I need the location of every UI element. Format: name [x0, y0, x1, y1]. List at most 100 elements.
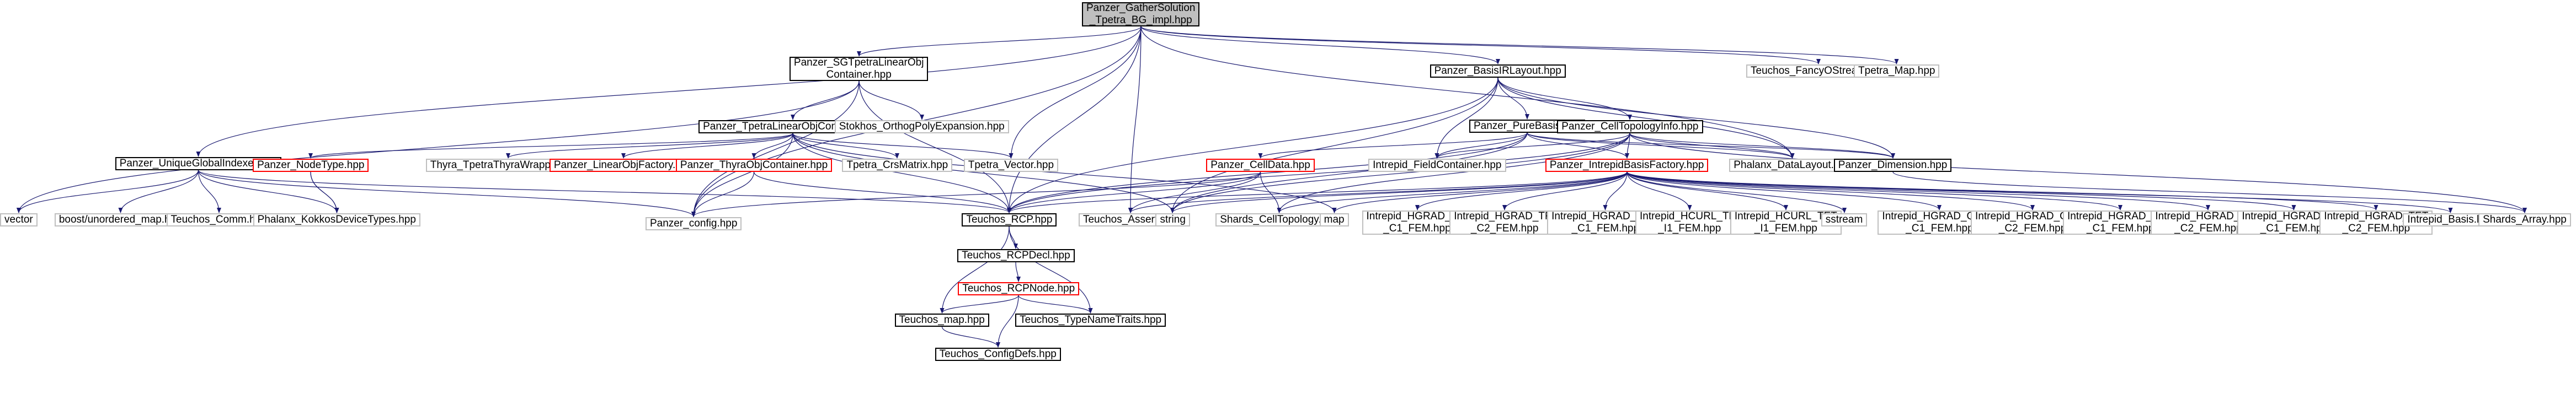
node-label: Panzer_LinearObjFactory.hpp: [553, 159, 693, 171]
node-label: Panzer_config.hpp: [649, 217, 738, 229]
edge-celltop-to-shardsarray: [1629, 133, 2527, 213]
edge-sgtlo-to-vector: [17, 80, 860, 213]
edge-basisir-to-dimension: [1497, 77, 1895, 159]
node-label: Panzer_IntrepidBasisFactory.hpp: [1549, 159, 1704, 171]
edge-intrfactory-to-curltri: [1626, 171, 1692, 211]
node-label: Intrepid_FieldContainer.hpp: [1373, 159, 1502, 171]
node-label: Phalanx_KokkosDeviceTypes.hpp: [257, 214, 416, 226]
node-label: Intrepid_HGRAD_LINE: [1551, 211, 1660, 223]
edge-ugi-to-vector: [17, 170, 199, 213]
graph-node-intrfactory[interactable]: Panzer_IntrepidBasisFactory.hpp: [1545, 159, 1709, 172]
edge-basisir-to-phxlayout: [1497, 77, 1795, 159]
node-label: Teuchos_ConfigDefs.hpp: [939, 348, 1057, 360]
node-label: Panzer_NodeType.hpp: [257, 159, 365, 171]
node-label: Teuchos_Assert.hpp: [1082, 214, 1178, 226]
edge-intrfactory-to-tetc1: [1626, 171, 2296, 211]
node-label: Intrepid_HCURL_TRI: [1639, 211, 1740, 223]
graph-node-kokkos: Phalanx_KokkosDeviceTypes.hpp: [253, 213, 420, 227]
node-label: boost/unordered_map.hpp: [58, 214, 182, 226]
edge-intrfactory-to-hexc2: [1626, 171, 2210, 211]
node-label: map: [1324, 214, 1345, 226]
graph-node-nodetype[interactable]: Panzer_NodeType.hpp: [253, 159, 369, 172]
graph-node-rcp[interactable]: Teuchos_RCP.hpp: [962, 213, 1057, 227]
node-label: Teuchos_RCPNode.hpp: [962, 283, 1075, 295]
edge-sgtlo-to-rcp: [858, 80, 1011, 213]
edge-intrfactory-to-hexc1: [1626, 171, 2122, 211]
node-label: Intrepid_HGRAD_QUAD: [1882, 211, 1997, 223]
node-label: Panzer_ThyraObjContainer.hpp: [680, 159, 828, 171]
graph-node-celldata[interactable]: Panzer_CellData.hpp: [1206, 159, 1315, 172]
node-label: Teuchos_FancyOStream.hpp: [1751, 65, 1887, 77]
node-label: Intrepid_Basis.hpp: [2407, 214, 2494, 226]
node-label: Tpetra_Map.hpp: [1858, 65, 1935, 77]
graph-node-hexc1: Intrepid_HGRAD_HEX_C1_FEM.hpp: [2063, 211, 2178, 235]
graph-node-root[interactable]: Panzer_GatherSolution_Tpetra_BG_impl.hpp: [1081, 2, 1200, 27]
edge-root-to-basisir: [1140, 26, 1500, 64]
edge-rcp-to-tmaphpp: [940, 226, 1010, 314]
edge-rcpnode-to-typename: [1018, 295, 1093, 314]
graph-node-dimension[interactable]: Panzer_Dimension.hpp: [1833, 159, 1952, 172]
graph-node-string: string: [1155, 213, 1190, 227]
node-label: Intrepid_HGRAD_TRI: [1366, 211, 1468, 223]
node-label: Intrepid_HCURL_TET: [1734, 211, 1837, 223]
graph-node-celltop[interactable]: Panzer_CellTopologyInfo.hpp: [1557, 120, 1703, 134]
node-label: Panzer_GatherSolution: [1086, 2, 1196, 14]
edge-basisir-to-purebasis: [1497, 77, 1529, 120]
graph-node-tmap: Tpetra_Map.hpp: [1854, 64, 1940, 78]
node-label: Intrepid_HGRAD_TET: [2324, 211, 2429, 223]
node-label: _C1_FEM.hpp: [2260, 223, 2328, 235]
edge-purebasis-to-dimension: [1527, 132, 1895, 159]
edge-celltop-to-shardstop: [1277, 133, 1630, 213]
edge-rcp-to-rcpdecl: [1009, 226, 1018, 249]
node-label: Intrepid_HGRAD_HEX: [2155, 211, 2262, 223]
graph-node-tmaphpp[interactable]: Teuchos_map.hpp: [894, 314, 989, 327]
graph-node-configdefs[interactable]: Teuchos_ConfigDefs.hpp: [935, 347, 1061, 361]
node-label: _C1_FEM.hpp: [1383, 223, 1451, 235]
edge-root-to-tvector: [1009, 26, 1142, 159]
edge-root-to-ugi: [196, 26, 1142, 157]
node-label: Panzer_PureBasis.hpp: [1473, 120, 1581, 132]
edge-sgtlo-to-stokhos: [858, 80, 924, 120]
graph-node-lofactory[interactable]: Panzer_LinearObjFactory.hpp: [549, 159, 697, 172]
graph-node-assert: Teuchos_Assert.hpp: [1078, 213, 1183, 227]
edge-rcpdecl-to-rcpnode: [1015, 262, 1021, 282]
edge-ugi-to-config: [198, 170, 696, 217]
graph-node-linec1: Intrepid_HGRAD_LINE_C1_FEM.hpp: [1547, 211, 1664, 235]
node-label: Teuchos_RCPDecl.hpp: [962, 250, 1070, 262]
graph-node-map: map: [1319, 213, 1349, 227]
edge-root-to-fancy: [1140, 26, 1821, 64]
node-label: Shards_Array.hpp: [2483, 214, 2567, 226]
node-label: Panzer_Dimension.hpp: [1838, 159, 1948, 171]
node-label: Container.hpp: [826, 69, 892, 81]
graph-node-rcpnode[interactable]: Teuchos_RCPNode.hpp: [958, 282, 1080, 296]
edge-root-to-phxlayout: [1140, 26, 1795, 159]
edge-thyraobj-to-rcp: [753, 171, 1011, 213]
graph-node-typename[interactable]: Teuchos_TypeNameTraits.hpp: [1015, 314, 1166, 327]
edge-celldata-to-rcp: [1007, 171, 1261, 213]
edge-intrfactory-to-string: [1170, 171, 1628, 213]
node-label: vector: [4, 214, 33, 226]
edge-tloc-to-rcp: [792, 133, 1011, 213]
edge-celltop-to-fieldcont: [1434, 133, 1630, 159]
edge-tloc-to-thyraobj: [751, 133, 793, 159]
node-label: Panzer_BasisIRLayout.hpp: [1434, 65, 1561, 77]
graph-node-basisir[interactable]: Panzer_BasisIRLayout.hpp: [1430, 64, 1566, 78]
graph-node-rcpdecl[interactable]: Teuchos_RCPDecl.hpp: [957, 249, 1075, 263]
edge-celltop-to-rcp: [1007, 133, 1630, 213]
edge-tloc-to-nodetype: [308, 133, 793, 159]
edge-basisir-to-fieldcont: [1434, 77, 1498, 159]
edge-celldata-to-assert: [1128, 171, 1261, 213]
edge-root-to-tmap: [1140, 26, 1899, 64]
edge-intrfactory-to-curltet: [1626, 171, 1788, 211]
graph-node-tric2: Intrepid_HGRAD_TRI_C2_FEM.hpp: [1449, 211, 1560, 235]
node-label: Thyra_TpetraThyraWrappers.hpp: [430, 159, 586, 171]
edge-tloc-to-crsmatrix: [792, 133, 899, 159]
node-label: Panzer_UniqueGlobalIndexer.hpp: [119, 157, 277, 169]
edge-intrfactory-to-sstream: [1626, 171, 1847, 213]
edge-ugi-to-comm: [198, 170, 221, 213]
graph-node-thyraobj[interactable]: Panzer_ThyraObjContainer.hpp: [675, 159, 833, 172]
graph-node-config: Panzer_config.hpp: [645, 217, 742, 230]
node-label: Shards_CellTopology.hpp: [1220, 214, 1339, 226]
